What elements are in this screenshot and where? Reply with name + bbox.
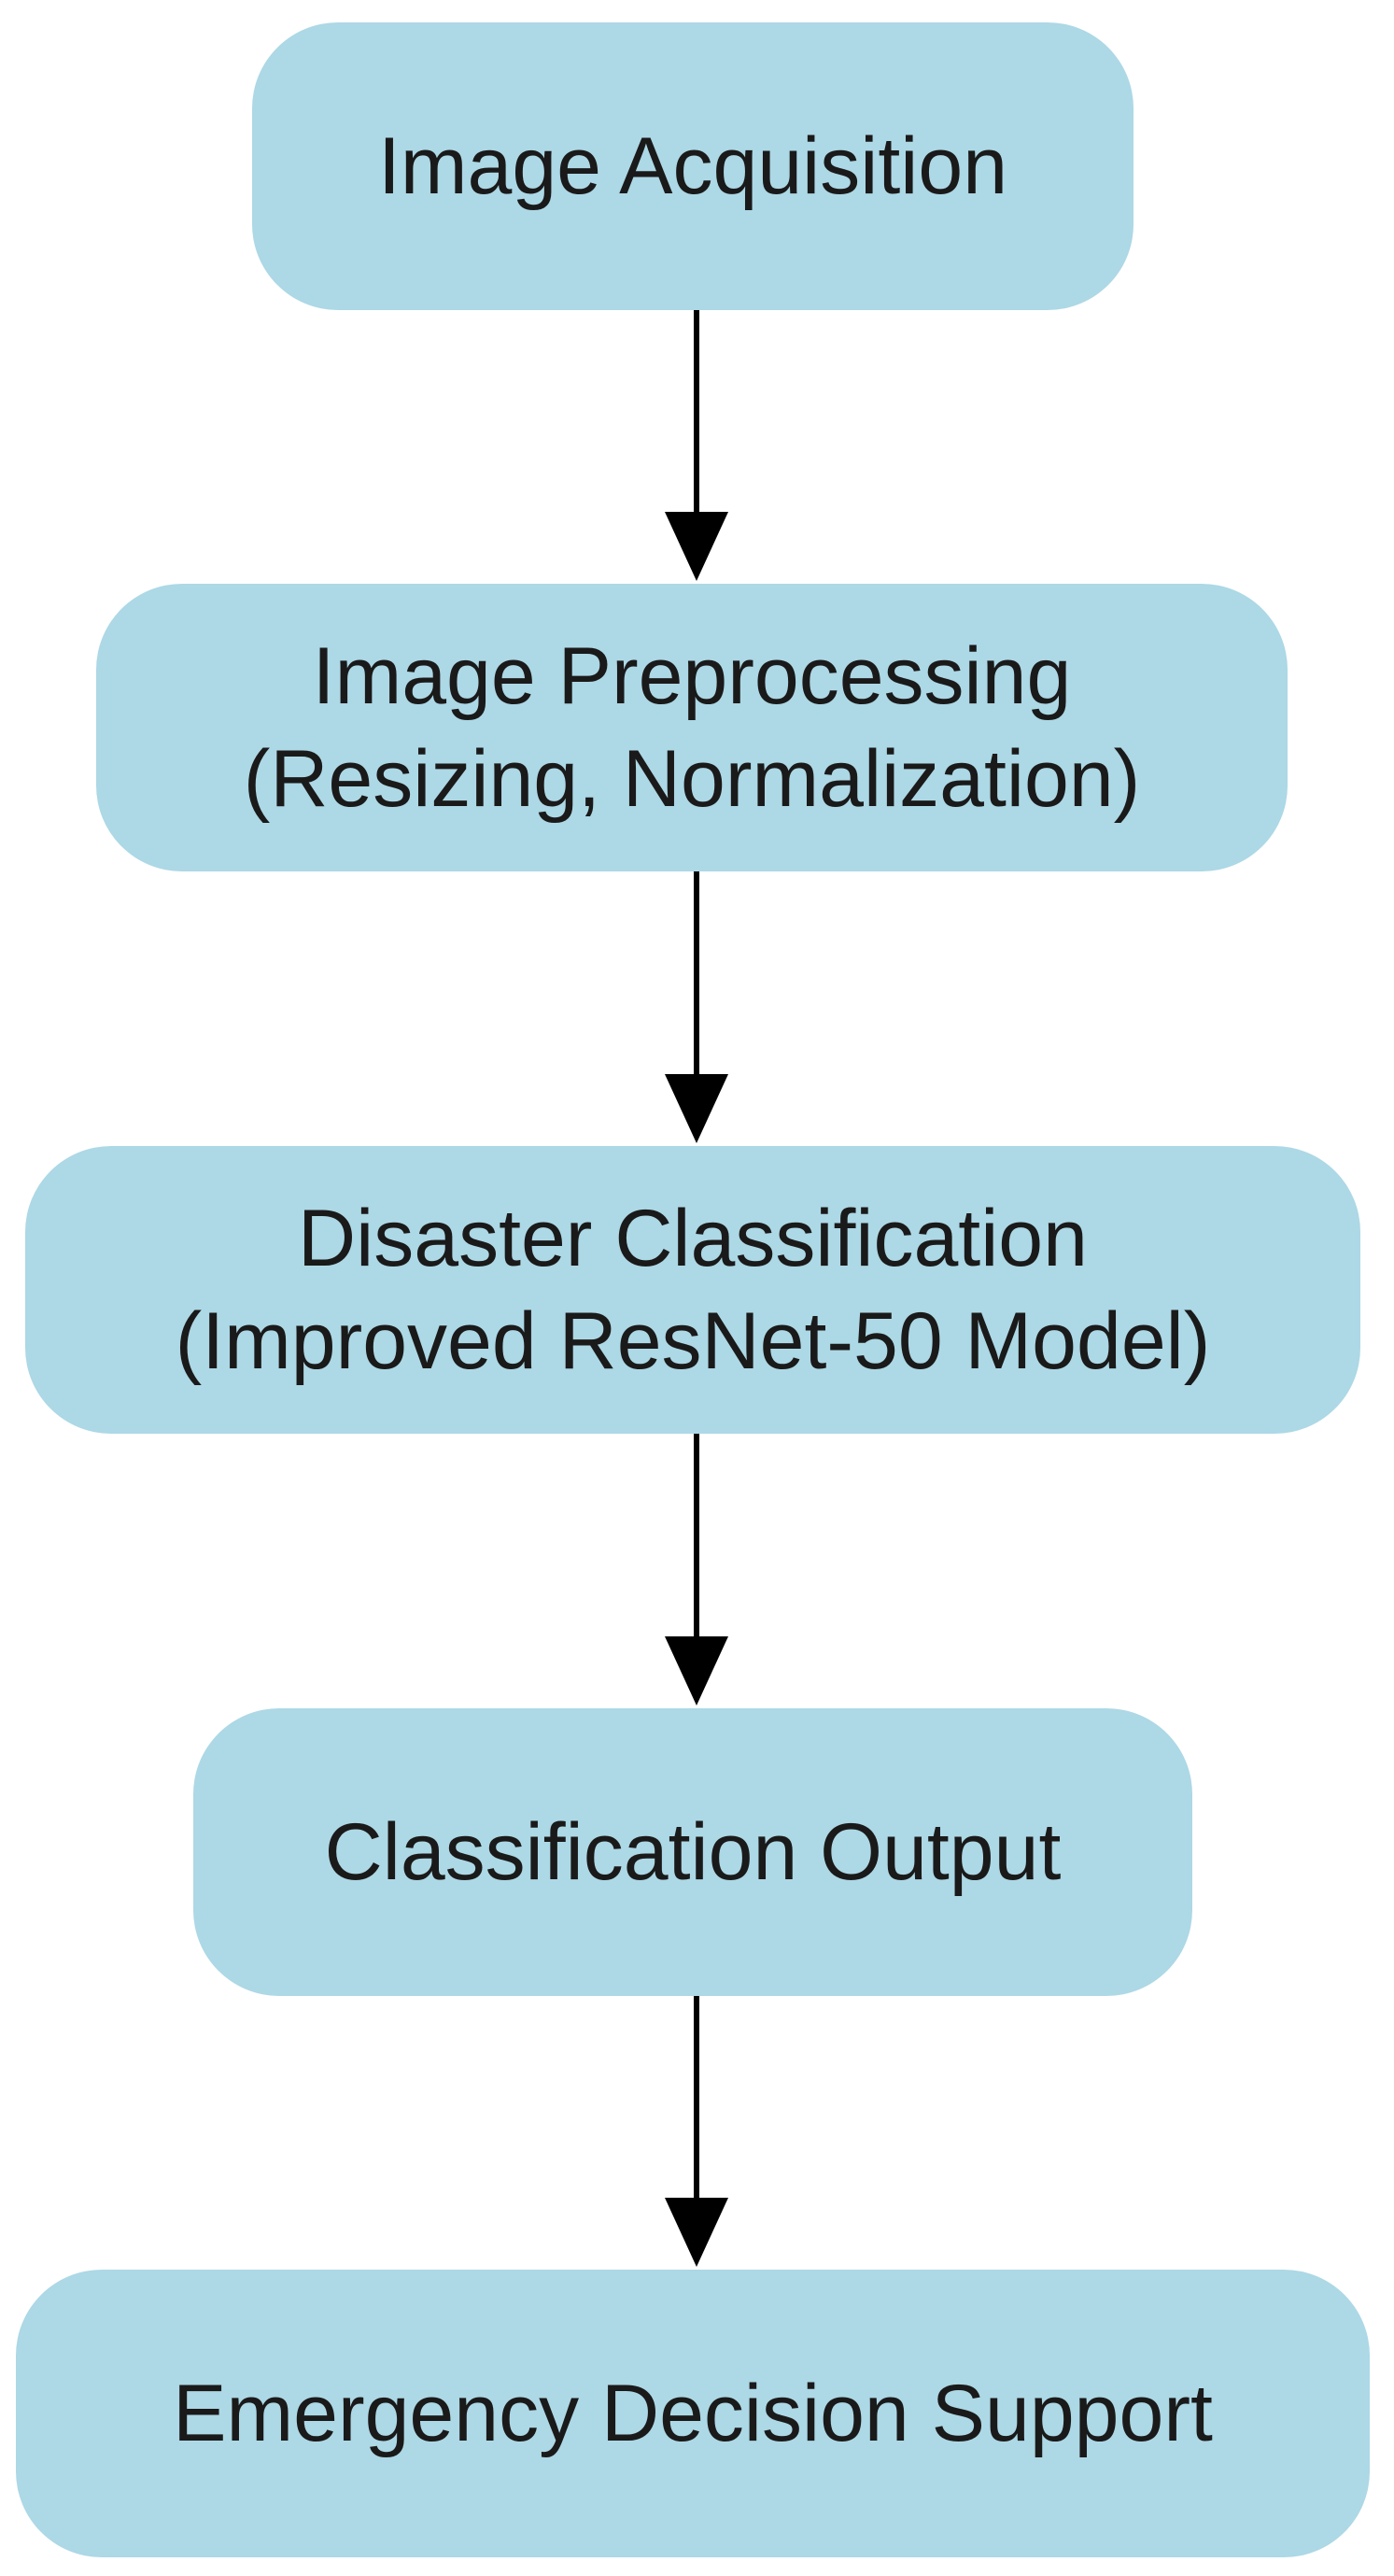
- node-label: Image Preprocessing: [312, 631, 1072, 721]
- node-classification-output: Classification Output: [193, 1708, 1192, 1996]
- node-image-acquisition: Image Acquisition: [252, 22, 1134, 310]
- edge-classification-to-output: [665, 1434, 728, 1706]
- node-sublabel: (Improved ResNet-50 Model): [175, 1296, 1211, 1386]
- node-image-preprocessing: Image Preprocessing (Resizing, Normaliza…: [96, 584, 1288, 871]
- node-sublabel: (Resizing, Normalization): [243, 734, 1141, 824]
- node-label: Image Acquisition: [377, 121, 1008, 211]
- node-disaster-classification: Disaster Classification (Improved ResNet…: [25, 1146, 1360, 1434]
- edge-preprocessing-to-classification: [665, 871, 728, 1143]
- node-label: Disaster Classification: [298, 1194, 1088, 1283]
- node-label: Emergency Decision Support: [173, 2369, 1213, 2458]
- edge-acquisition-to-preprocessing: [665, 310, 728, 581]
- edge-output-to-decision-support: [665, 1996, 728, 2267]
- node-label: Classification Output: [324, 1807, 1062, 1897]
- node-emergency-decision-support: Emergency Decision Support: [16, 2270, 1370, 2557]
